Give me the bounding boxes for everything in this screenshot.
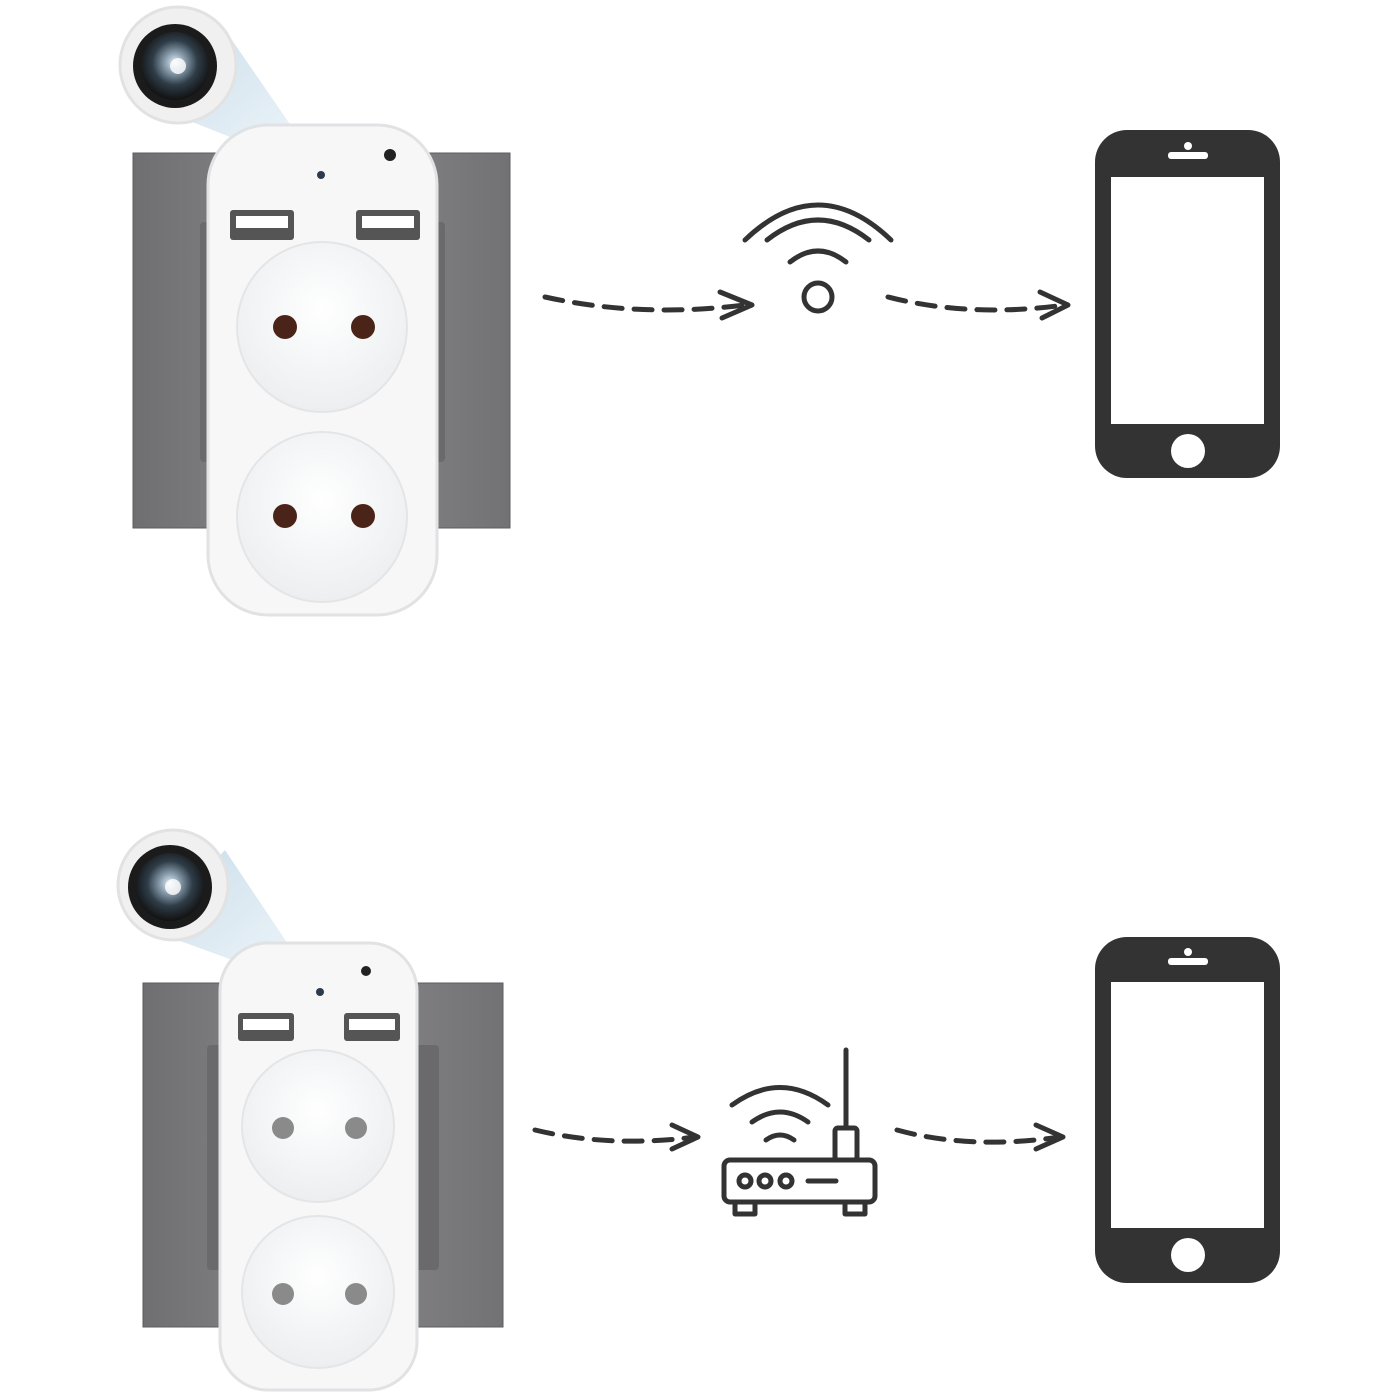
indicator-led bbox=[361, 966, 371, 976]
wifi-router-icon bbox=[721, 1047, 878, 1217]
camera-adapter-bottom bbox=[116, 828, 504, 1392]
power-socket bbox=[241, 1049, 395, 1203]
dashed-arrow bbox=[542, 289, 755, 321]
dashed-arrow bbox=[532, 1122, 701, 1152]
power-socket bbox=[241, 1215, 395, 1369]
indicator-led bbox=[384, 149, 396, 161]
smartphone-icon bbox=[1095, 130, 1280, 478]
power-socket bbox=[236, 431, 408, 603]
wifi-signal-icon bbox=[742, 202, 894, 314]
smartphone-icon bbox=[1095, 937, 1280, 1283]
power-socket bbox=[236, 241, 408, 413]
dashed-arrow bbox=[894, 1122, 1066, 1152]
dashed-arrow bbox=[885, 289, 1071, 321]
camera-lens-icon bbox=[118, 5, 238, 125]
camera-lens-icon bbox=[116, 828, 230, 942]
camera-adapter-top bbox=[118, 5, 511, 617]
